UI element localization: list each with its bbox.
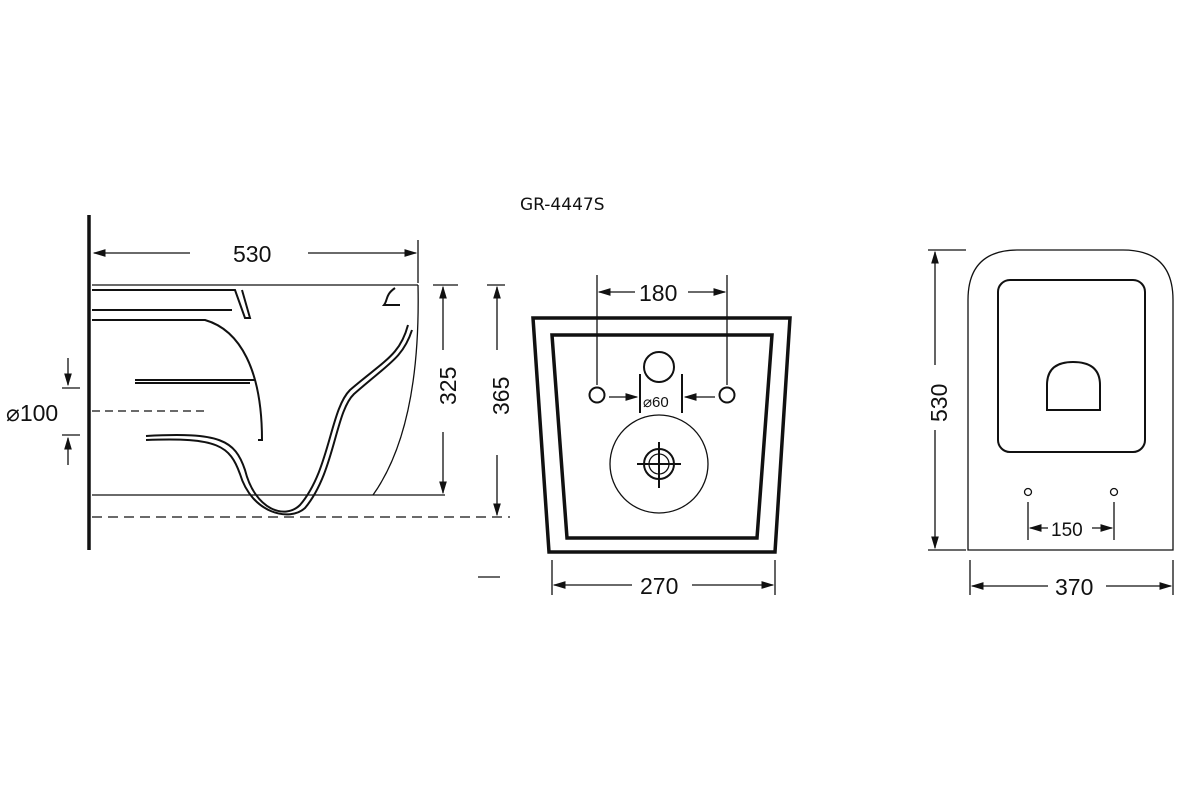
outlet-diameter-label: ⌀100 — [6, 400, 58, 426]
back-view: ⌀60 180 270 — [531, 275, 792, 599]
side-width-label: 530 — [233, 241, 271, 267]
top-width-label: 370 — [1055, 574, 1093, 600]
flush-opening — [1046, 360, 1101, 411]
side-view: 530 325 365 ⌀100 — [6, 215, 514, 578]
back-hole-spacing-label: 180 — [639, 280, 677, 306]
total-height-label: 365 — [488, 377, 514, 415]
inlet-circle — [643, 351, 675, 383]
top-view: 150 530 370 — [926, 249, 1174, 600]
top-hole-spacing-label: 150 — [1051, 520, 1083, 541]
bowl-height-label: 325 — [435, 367, 461, 405]
top-length-label: 530 — [926, 384, 952, 422]
back-width-label: 270 — [640, 573, 678, 599]
inlet-diameter-label: ⌀60 — [643, 394, 669, 411]
fixing-hole-right — [718, 386, 736, 404]
fixing-hole-left — [588, 386, 606, 404]
outlet-circle — [609, 414, 709, 514]
model-title: GR-4447S — [520, 195, 605, 215]
